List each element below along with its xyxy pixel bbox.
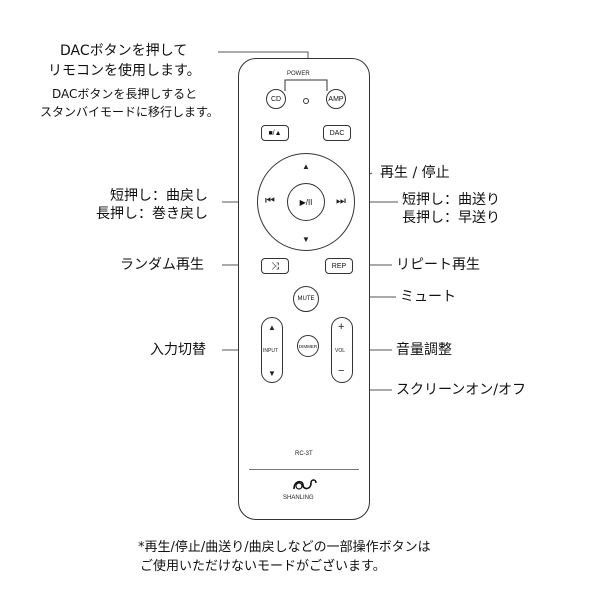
down-arrow-icon[interactable]: ▼	[302, 235, 310, 244]
mute-button[interactable]: MUTE	[293, 286, 319, 312]
play-pause-button[interactable]: ▶/II	[287, 183, 325, 221]
repeat-button[interactable]: REP	[325, 258, 353, 274]
play-pause-label: 再生 / 停止	[380, 165, 450, 181]
dac-press-label-1: DACボタンを押して	[60, 43, 188, 59]
mute-label: ミュート	[400, 289, 456, 305]
volume-label: 音量調整	[396, 342, 452, 358]
shuffle-button[interactable]: ⤨	[261, 258, 289, 274]
volume-up-icon[interactable]: +	[338, 321, 345, 333]
input-rocker	[261, 317, 283, 383]
dac-standby-label-2: スタンバイモードに移行します。	[40, 105, 219, 119]
remote-control: POWER CD AMP ■/▲ DAC ▲ ▼ ⏮ ⏭ ▶/II ⤨ REP …	[238, 58, 370, 520]
input-rocker-label: INPUT	[263, 348, 278, 354]
power-bracket	[284, 79, 328, 91]
footer-note-line-1: *再生/停止/曲送り/曲戻しなどの一部操作ボタンは	[138, 540, 431, 555]
prev-short-label: 短押し：曲戻し	[110, 188, 208, 204]
footer-note: *再生/停止/曲送り/曲戻しなどの一部操作ボタンは ご使用いただけないモードがご…	[138, 538, 431, 576]
volume-down-icon[interactable]: −	[338, 365, 345, 377]
brand-label: SHANLING	[283, 495, 314, 501]
next-track-icon[interactable]: ⏭	[336, 195, 346, 207]
model-label: RC-3T	[295, 451, 313, 457]
stop-eject-button[interactable]: ■/▲	[261, 125, 289, 141]
power-label: POWER	[287, 71, 310, 77]
dac-button[interactable]: DAC	[323, 125, 351, 141]
volume-rocker	[331, 317, 353, 383]
remote-divider	[249, 469, 359, 470]
amp-button[interactable]: AMP	[326, 89, 346, 109]
shanling-logo-icon	[293, 479, 317, 490]
volume-rocker-label: VOL	[335, 348, 346, 354]
cd-button[interactable]: CD	[266, 89, 286, 109]
prev-track-icon[interactable]: ⏮	[265, 195, 275, 207]
input-down-icon[interactable]: ▼	[268, 369, 276, 378]
dac-press-label-2: リモコンを使用します。	[48, 63, 201, 79]
repeat-label: リピート再生	[396, 257, 480, 273]
footer-note-line-2: ご使用いただけないモードがございます。	[140, 559, 386, 574]
screen-label: スクリーンオン/オフ	[396, 382, 527, 398]
input-label: 入力切替	[150, 342, 206, 358]
dac-standby-label-1: DACボタンを長押しすると	[52, 87, 198, 101]
input-up-icon[interactable]: ▲	[268, 323, 276, 332]
power-led	[303, 98, 309, 104]
random-label: ランダム再生	[120, 257, 204, 273]
prev-long-label: 長押し：巻き戻し	[96, 206, 208, 222]
next-long-label: 長押し：早送り	[402, 210, 500, 226]
next-short-label: 短押し：曲送り	[402, 192, 500, 208]
dimmer-button[interactable]: DIMMER	[297, 335, 319, 357]
up-arrow-icon[interactable]: ▲	[302, 162, 310, 171]
